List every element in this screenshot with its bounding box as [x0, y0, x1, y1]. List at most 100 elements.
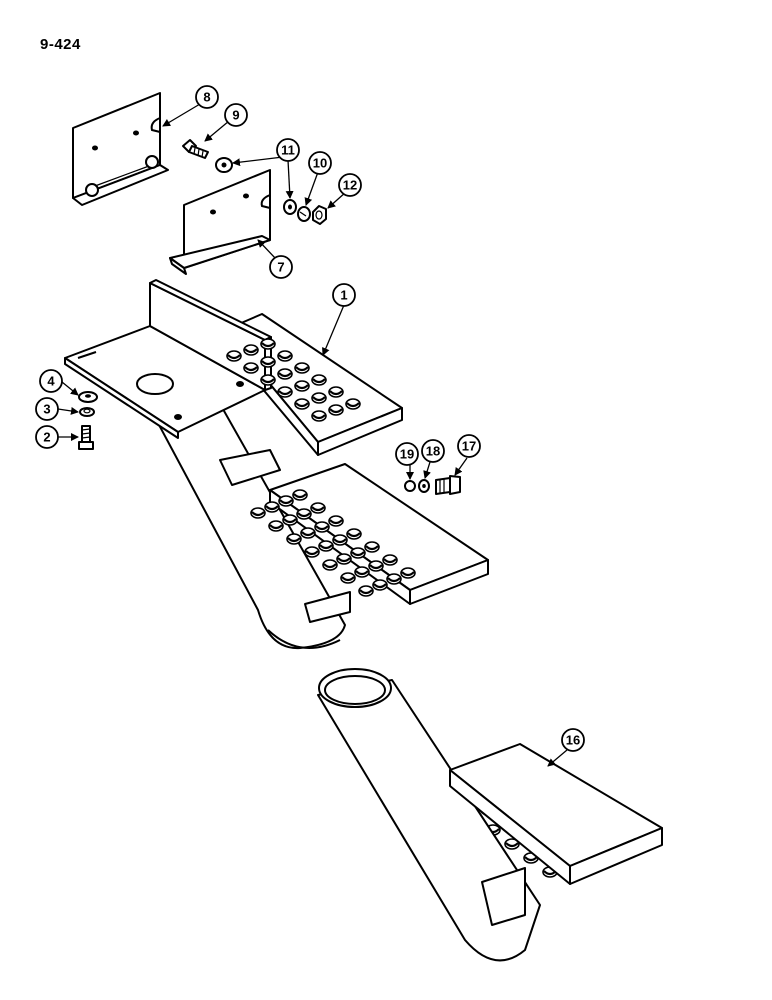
callout-8: 8	[195, 85, 219, 109]
step-assembly-1	[64, 279, 489, 650]
perforation-dimple-shadow	[369, 564, 383, 570]
perforation-dimple-shadow	[346, 402, 360, 408]
perforation-dimple	[260, 356, 276, 368]
callout-12-label: 12	[343, 178, 357, 193]
callout-10: 10	[308, 151, 332, 175]
perforation-dimple	[336, 553, 352, 565]
lock-washer-10	[297, 206, 311, 222]
perforation-dimple-shadow	[355, 570, 369, 576]
perforation-dimple	[243, 362, 259, 374]
callout-10-label: 10	[313, 156, 327, 171]
callout-19-label: 19	[400, 447, 414, 462]
perforation-dimple-shadow	[337, 557, 351, 563]
callout-1: 1	[332, 283, 356, 307]
callout-17: 17	[457, 434, 481, 458]
perforation-dimple	[278, 495, 294, 507]
perforation-dimple	[358, 585, 374, 597]
callout-7: 7	[269, 255, 293, 279]
bolt-9	[182, 139, 209, 159]
perforation-dimple	[364, 541, 380, 553]
bracket-8	[72, 92, 169, 206]
perforation-dimple	[294, 380, 310, 392]
perforation-dimple-shadow	[383, 558, 397, 564]
perforation-dimple-shadow	[311, 506, 325, 512]
perforation-dimple	[294, 398, 310, 410]
perforation-dimple-shadow	[323, 563, 337, 569]
perforation-dimple	[504, 838, 520, 850]
perforation-dimple-shadow	[524, 856, 538, 862]
perforation-dimple	[346, 528, 362, 540]
callout-16: 16	[561, 728, 585, 752]
callout-3-label: 3	[43, 402, 50, 417]
perforation-dimple-shadow	[401, 571, 415, 577]
nut-12	[312, 205, 327, 225]
page-number: 9-424	[40, 36, 81, 53]
perforation-dimple-shadow	[293, 493, 307, 499]
perforation-dimple-shadow	[278, 354, 292, 360]
perforation-dimple-shadow	[261, 342, 275, 348]
perforation-dimple-shadow	[351, 551, 365, 557]
perforation-dimple-shadow	[312, 396, 326, 402]
perforation-dimple-shadow	[312, 414, 326, 420]
perforation-dimple-shadow	[265, 505, 279, 511]
perforation-dimple-shadow	[251, 511, 265, 517]
perforation-dimple-shadow	[315, 525, 329, 531]
perforation-dimple-shadow	[295, 384, 309, 390]
perforation-dimple-shadow	[329, 519, 343, 525]
perforation-dimple	[260, 338, 276, 350]
perforation-dimple	[372, 579, 388, 591]
perforation-dimple	[292, 489, 308, 501]
perforation-dimple	[340, 572, 356, 584]
perforation-dimple	[226, 350, 242, 362]
perforation-dimple-shadow	[312, 378, 326, 384]
perforation-dimple-shadow	[359, 589, 373, 595]
perforation-dimple	[328, 515, 344, 527]
perforation-dimple-shadow	[387, 577, 401, 583]
perforation-dimple	[350, 547, 366, 559]
perforation-dimple	[294, 362, 310, 374]
step-assembly-16	[317, 668, 663, 962]
perforation-dimple-shadow	[297, 512, 311, 518]
perforation-dimple	[277, 386, 293, 398]
perforation-dimple	[328, 404, 344, 416]
perforation-dimple	[386, 573, 402, 585]
perforation-dimple	[277, 368, 293, 380]
perforation-dimple-shadow	[278, 372, 292, 378]
perforation-dimple	[264, 501, 280, 513]
perforation-dimple	[304, 546, 320, 558]
callout-11: 11	[276, 138, 300, 162]
perforation-dimple-shadow	[287, 537, 301, 543]
perforation-dimple-shadow	[261, 360, 275, 366]
callout-2: 2	[35, 425, 59, 449]
perforation-dimple-shadow	[295, 366, 309, 372]
bracket-7	[169, 169, 271, 275]
callout-4: 4	[39, 369, 63, 393]
perforation-dimple-shadow	[365, 545, 379, 551]
perforation-dimple-shadow	[319, 544, 333, 550]
perforation-dimple-shadow	[261, 378, 275, 384]
bolt-2	[78, 425, 94, 450]
perforation-dimple	[311, 374, 327, 386]
washer-11-upper	[215, 157, 233, 173]
perforation-dimple	[311, 392, 327, 404]
perforation-dimple-shadow	[347, 532, 361, 538]
callout-17-label: 17	[462, 439, 476, 454]
callout-8-label: 8	[203, 90, 210, 105]
callout-9: 9	[224, 103, 248, 127]
perforation-dimple	[286, 533, 302, 545]
callout-3: 3	[35, 397, 59, 421]
perforation-dimple-shadow	[329, 390, 343, 396]
perforation-dimple	[268, 520, 284, 532]
callout-2-label: 2	[43, 430, 50, 445]
perforation-dimple	[311, 410, 327, 422]
perforation-dimple	[354, 566, 370, 578]
perforation-dimple	[243, 344, 259, 356]
callout-18-label: 18	[426, 444, 440, 459]
perforation-dimple	[250, 507, 266, 519]
callout-12: 12	[338, 173, 362, 197]
washer-4	[78, 391, 98, 403]
perforation-dimple	[322, 559, 338, 571]
perforation-dimple-shadow	[244, 348, 258, 354]
callout-4-label: 4	[47, 374, 55, 389]
